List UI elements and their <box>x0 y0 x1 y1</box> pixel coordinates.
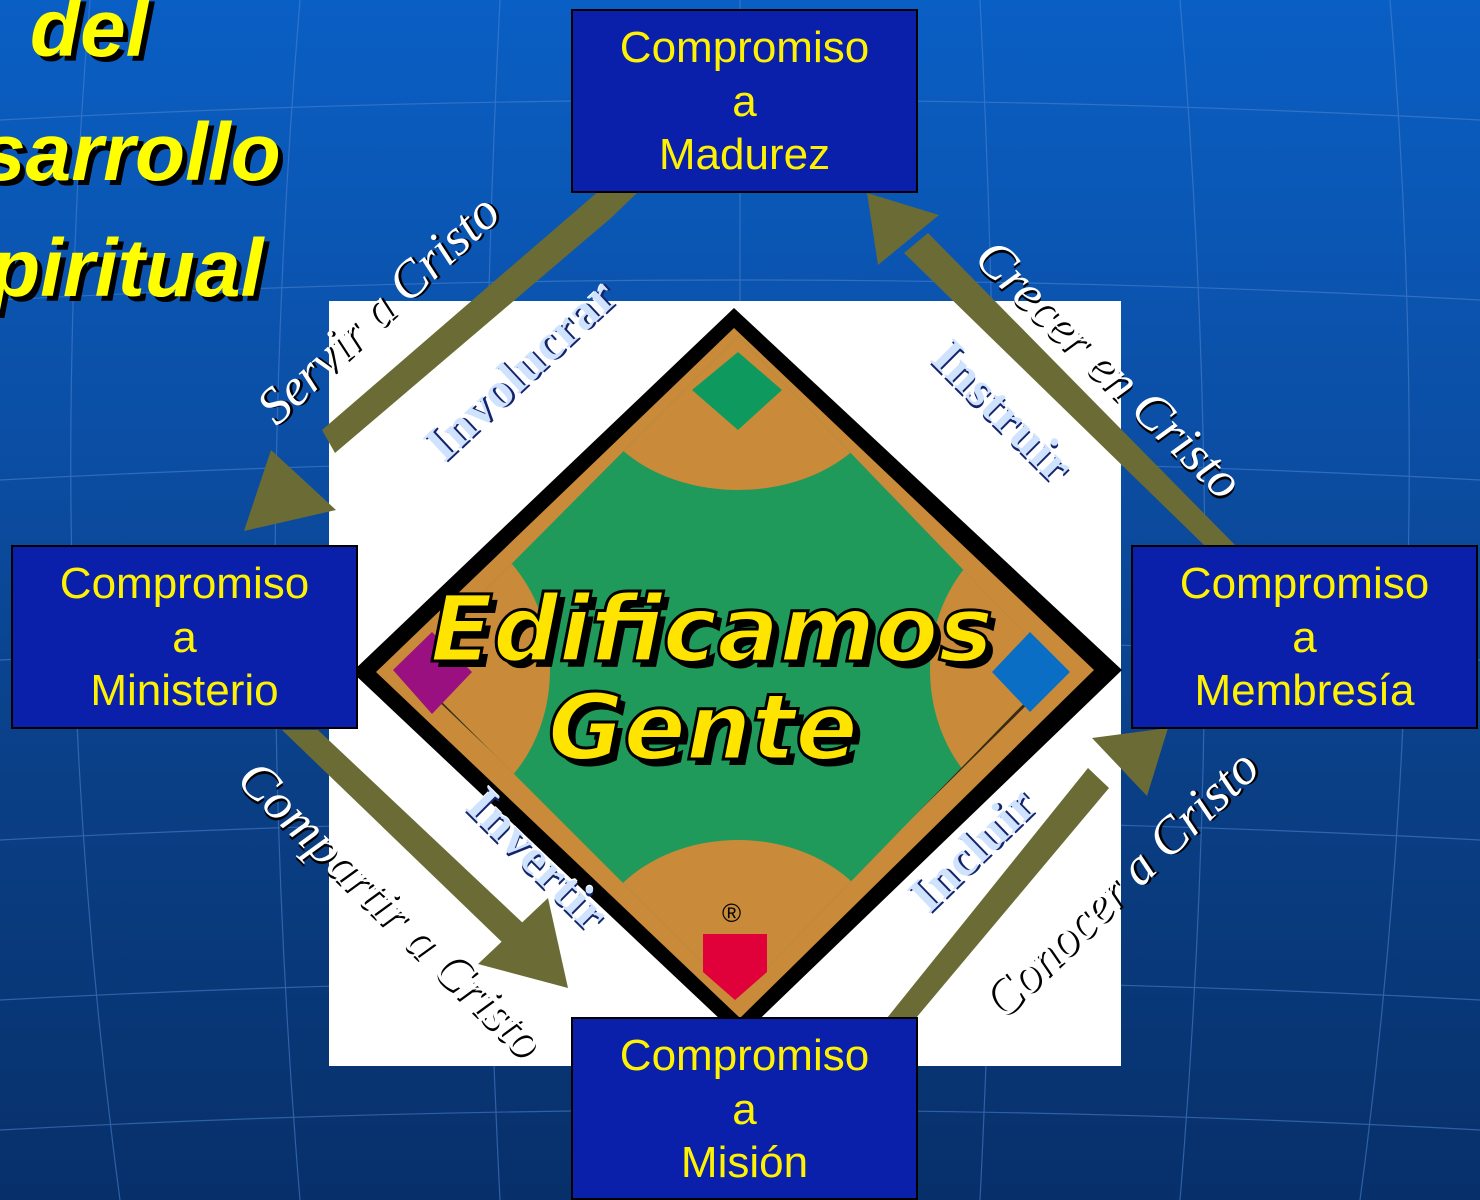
arrow-ministerio-to-mision <box>282 730 525 945</box>
box-ministerio-line-3: Ministerio <box>90 666 279 716</box>
registered-mark: ® <box>722 898 742 928</box>
arrow-madurez-to-ministerio-head <box>244 450 336 531</box>
box-mision-line-1: Compromiso <box>619 1031 870 1080</box>
box-membresia: Compromiso a Membresía <box>1131 545 1478 729</box>
box-ministerio-line-1: Compromiso <box>59 559 310 608</box>
box-ministerio-line-2: a <box>172 612 197 662</box>
box-mision-line-3: Misión <box>680 1138 809 1188</box>
box-madurez-line-1: Compromiso <box>619 23 870 72</box>
arrow-mision-to-membresia-head <box>1092 728 1168 796</box>
third-base <box>393 632 472 714</box>
arrow-membresia-to-madurez <box>904 233 1236 546</box>
box-membresia-line-2: a <box>1292 612 1317 662</box>
logo-word-gente: Gente <box>547 673 860 783</box>
title-line-2: sarrollo <box>0 107 281 198</box>
home-plate <box>703 934 767 1000</box>
arrow-ministerio-to-mision-head <box>478 898 568 988</box>
second-base <box>692 352 782 430</box>
arrow-madurez-to-ministerio <box>322 190 640 453</box>
title-line-1: del <box>30 0 149 74</box>
box-madurez-line-3: Madurez <box>658 130 831 180</box>
arrow-membresia-to-madurez-head <box>867 193 939 265</box>
box-mision: Compromiso a Misión <box>571 1017 918 1200</box>
box-membresia-line-3: Membresía <box>1194 666 1415 716</box>
title-line-3: piritual <box>0 223 264 314</box>
first-base <box>992 632 1070 712</box>
box-madurez: Compromiso a Madurez <box>571 9 918 193</box>
box-mision-line-2: a <box>732 1084 757 1134</box>
box-madurez-line-2: a <box>732 76 757 126</box>
box-membresia-line-1: Compromiso <box>1179 559 1430 608</box>
box-ministerio: Compromiso a Ministerio <box>11 545 358 729</box>
arrow-mision-to-membresia <box>887 768 1109 1018</box>
logo-word-edificamos: Edificamos <box>428 575 994 685</box>
